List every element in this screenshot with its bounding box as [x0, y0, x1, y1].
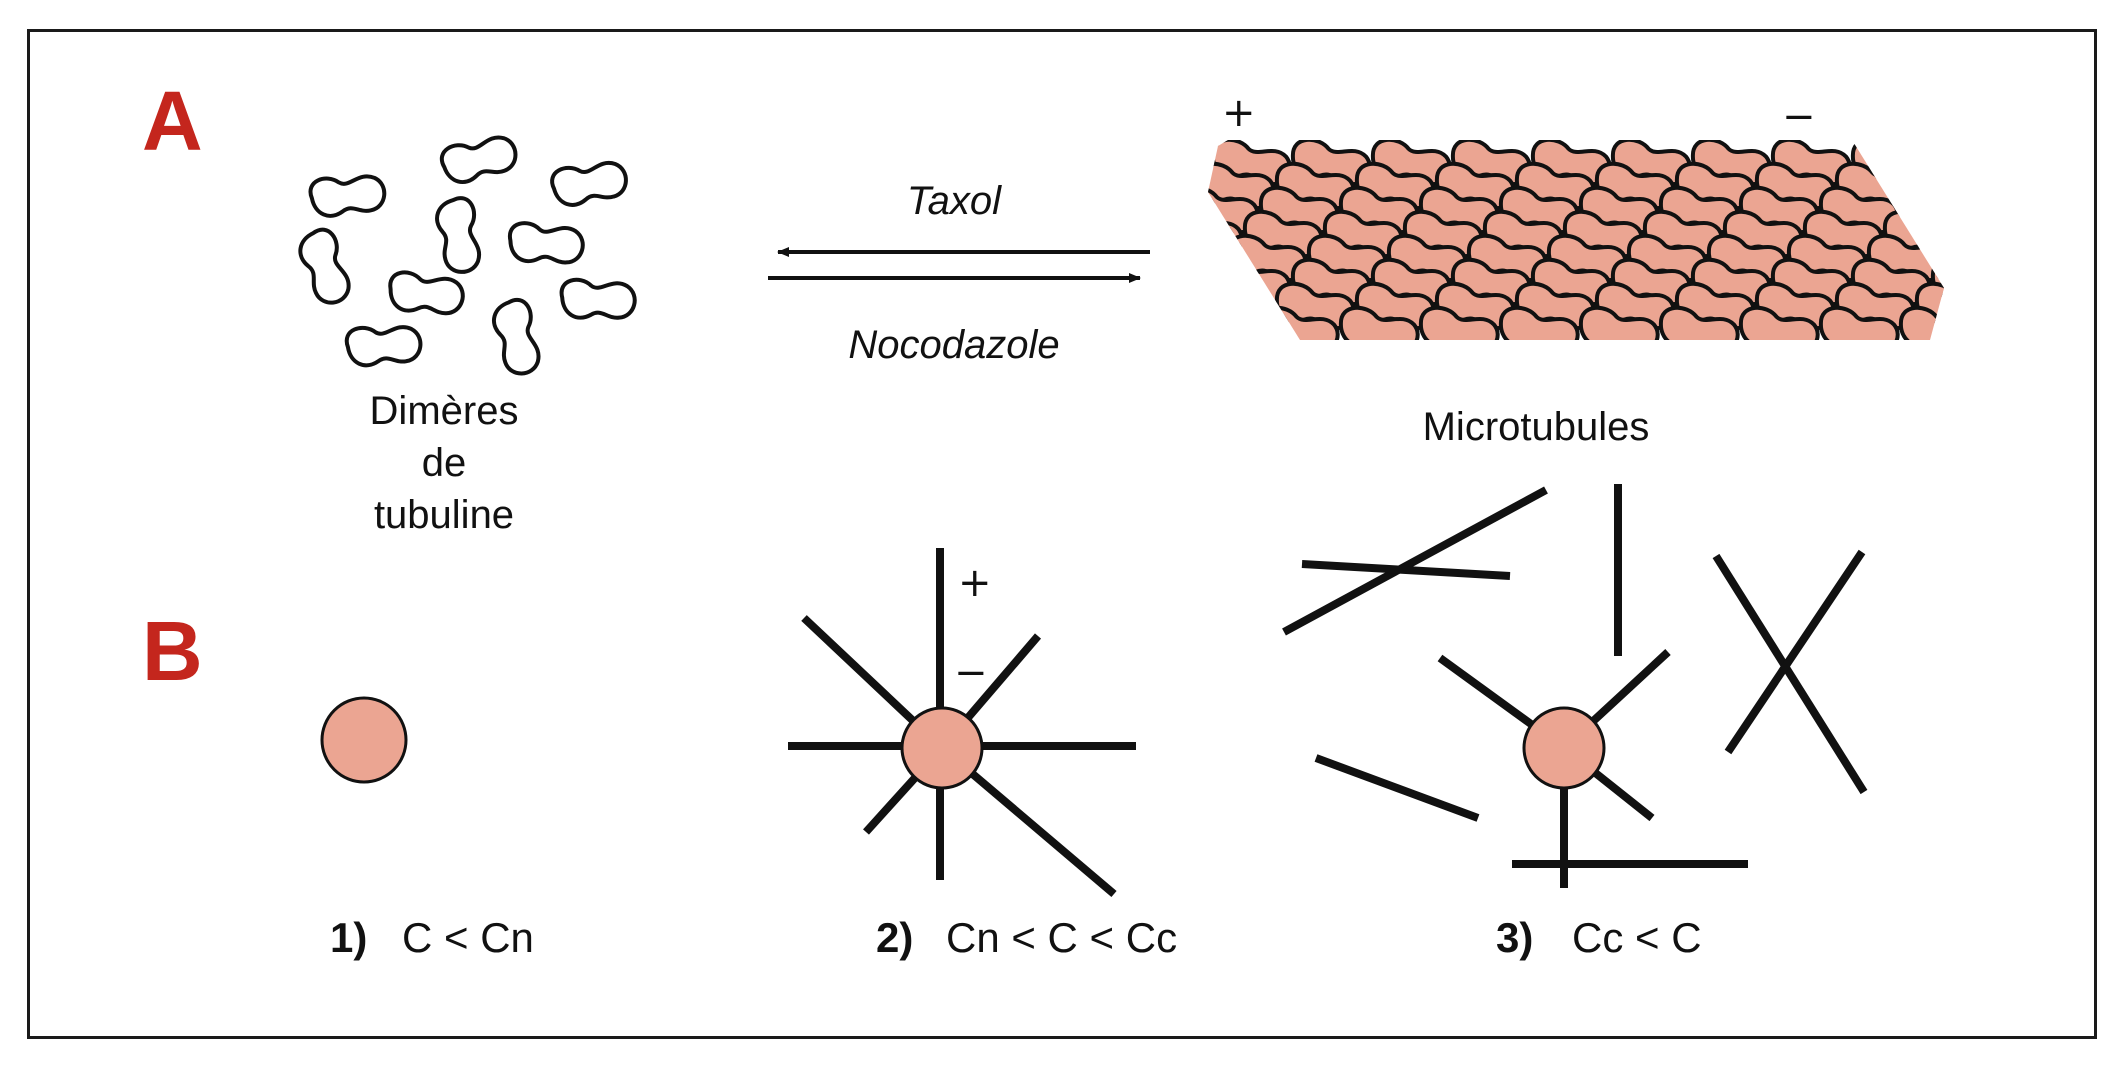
nocodazole-label: Nocodazole — [848, 323, 1059, 367]
microtubule-plus-end-label: + — [1222, 90, 1256, 136]
tubulin-subunit — [1208, 233, 1228, 283]
tubulin-subunit — [1113, 161, 1197, 211]
tubulin-subunit — [1898, 305, 1944, 340]
condition-1-text: C < Cn — [402, 914, 534, 961]
microtubule-lattice — [1049, 137, 2124, 355]
tubulin-subunit — [2009, 257, 2093, 307]
microtubule-minus-end-label: − — [1782, 94, 1816, 140]
tubulin-subunit — [2089, 137, 2124, 187]
tubulin-subunit — [1914, 161, 1944, 211]
tubulin-subunit — [1498, 305, 1580, 340]
tubulin-dimer — [432, 194, 484, 277]
tubulin-subunit — [1658, 305, 1740, 340]
tubulin-subunit — [2105, 233, 2124, 283]
tubulin-subunit — [1945, 233, 2029, 283]
tubulin-subunit — [2025, 233, 2109, 283]
tubulin-dimer — [505, 219, 587, 269]
tubulin-dimer — [384, 268, 468, 320]
condition-3-number: 3) — [1496, 914, 1533, 961]
tubulin-subunit — [1338, 305, 1420, 340]
condition-2-text: Cn < C < Cc — [946, 914, 1177, 961]
tubulin-dimer — [488, 295, 545, 380]
tubulin-dimer — [307, 172, 388, 220]
panel-b-letter: B — [142, 604, 203, 698]
tubulin-dimer — [557, 276, 638, 324]
tubulin-subunit — [1208, 140, 1212, 187]
tubulin-subunit — [1993, 161, 2077, 211]
free-microtubules-3 — [1282, 484, 1868, 868]
tubulin-dimer — [293, 224, 356, 310]
tubulin-subunit — [2041, 209, 2124, 259]
microtubules-label: Microtubules — [1423, 405, 1650, 449]
condition-1: 1) C < Cn — [330, 914, 534, 961]
centrosome-3 — [1522, 706, 1606, 790]
tubulin-subunit — [2089, 257, 2124, 307]
free-microtubule — [1724, 549, 1866, 755]
condition-2-number: 2) — [876, 914, 913, 961]
condition-1-number: 1) — [330, 914, 367, 961]
tubulin-dimers — [293, 131, 638, 380]
tubulin-subunit — [1961, 209, 2045, 259]
tubulin-dimer — [346, 326, 421, 366]
panel-a-letter: A — [142, 74, 203, 168]
tubulin-subunit — [2073, 161, 2124, 211]
tubulin-subunit — [1898, 185, 1944, 235]
tubulin-subunit — [2057, 305, 2124, 355]
equilibrium-arrows — [768, 247, 1150, 283]
tubulin-subunit — [1818, 305, 1900, 340]
tubulin-subunit — [1977, 185, 2061, 235]
tubulin-subunit — [2057, 185, 2124, 235]
tubulin-subunit — [1208, 281, 1276, 331]
dimers-label-line-2: de — [422, 441, 467, 485]
tubulin-subunit — [2073, 281, 2124, 331]
free-microtubule — [1314, 754, 1480, 822]
free-microtubule — [1301, 560, 1511, 580]
tubulin-dimer — [548, 158, 631, 210]
dimers-label-line-3: tubuline — [374, 493, 514, 537]
tubulin-subunit — [1738, 305, 1820, 340]
dimers-label-line-1: Dimères — [370, 389, 519, 433]
tubulin-subunit — [1930, 257, 1944, 307]
figure-frame — [27, 29, 2097, 1039]
condition-3-text: Cc < C — [1572, 914, 1702, 961]
tubulin-subunit — [1930, 140, 1944, 187]
tubulin-subunit — [2009, 137, 2093, 187]
condition-2: 2) Cn < C < Cc — [876, 914, 1177, 961]
tubulin-subunit — [1418, 305, 1500, 340]
tubulin-subunit — [1977, 305, 2061, 355]
tubulin-dimer — [437, 131, 522, 188]
tubulin-subunit — [1993, 281, 2077, 331]
centrosome-1 — [320, 696, 408, 784]
condition-3: 3) Cc < C — [1496, 914, 1702, 961]
tubulin-subunit — [1578, 305, 1660, 340]
tubulin-subunit — [1049, 137, 1133, 187]
aster-plus-end-label: + — [958, 560, 992, 606]
free-microtubule — [1282, 486, 1548, 636]
taxol-label: Taxol — [907, 179, 1002, 223]
tubulin-subunit — [1097, 185, 1181, 235]
centrosome-2 — [900, 706, 984, 790]
aster-minus-end-label: − — [954, 650, 988, 696]
free-microtubule — [1712, 553, 1868, 795]
